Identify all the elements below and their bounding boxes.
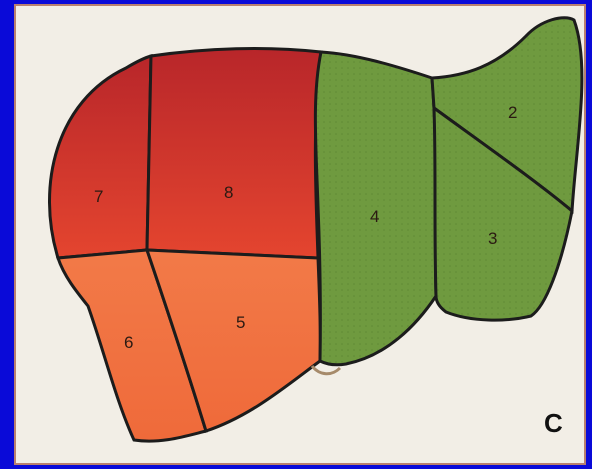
- segment-label-6: 6: [124, 333, 133, 352]
- liver-segment-diagram: 7 8 6 5 4 2 3 C: [16, 6, 588, 467]
- segment-label-5: 5: [236, 313, 245, 332]
- segment-label-8: 8: [224, 183, 233, 202]
- segment-label-4: 4: [370, 207, 379, 226]
- segment-8: [147, 49, 321, 258]
- segment-7: [49, 56, 151, 258]
- segment-label-2: 2: [508, 103, 517, 122]
- segment-label-3: 3: [488, 229, 497, 248]
- segment-label-7: 7: [94, 187, 103, 206]
- shadow-mark: [312, 366, 340, 374]
- panel-label: C: [544, 408, 563, 438]
- diagram-panel: 7 8 6 5 4 2 3 C: [14, 4, 586, 465]
